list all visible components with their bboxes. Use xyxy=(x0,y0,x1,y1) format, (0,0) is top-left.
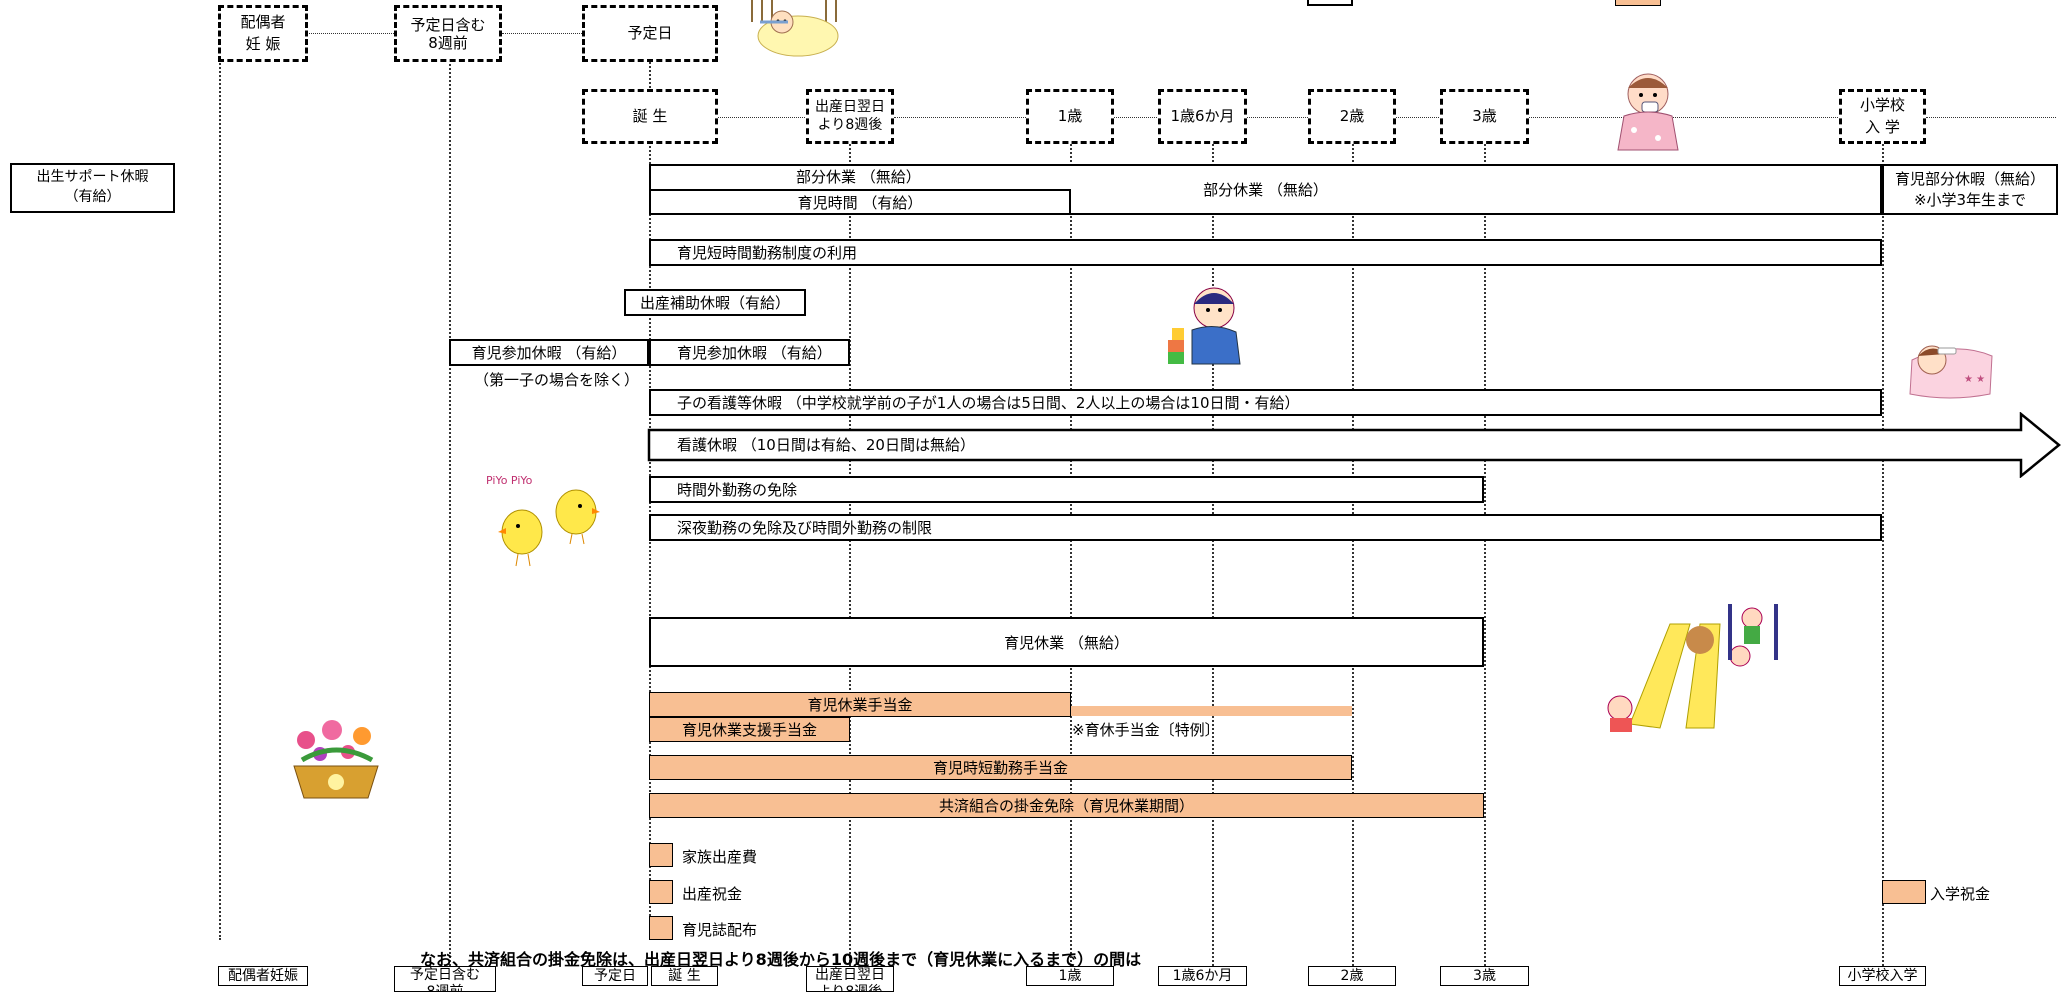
childcare-magazine-marker xyxy=(649,916,673,940)
participation-leave-after-bar: 育児参加休暇 （有給） xyxy=(649,339,850,366)
bottom-milestone-due-date: 予定日 xyxy=(582,966,648,986)
baby-in-crib-illustration xyxy=(751,0,839,57)
night-work-exemption-bar: 深夜勤務の免除及び時間外勤務の制限 xyxy=(649,514,1882,541)
connector-row-7 xyxy=(1926,117,2056,118)
special-case-thin-bar xyxy=(1071,706,1352,716)
toddler-blocks-illustration xyxy=(1168,287,1241,365)
milestone-spouse-pregnancy: 配偶者妊 娠 xyxy=(218,5,308,62)
milestone-birth: 誕 生 xyxy=(582,89,718,144)
milestone-age-1-6: 1歳6か月 xyxy=(1158,89,1247,144)
school-entry-gift-marker xyxy=(1882,880,1926,904)
connector-top-2 xyxy=(502,33,582,34)
connector-top-1 xyxy=(272,33,394,34)
nursing-leave-arrow xyxy=(647,412,2061,478)
guide-line-age1 xyxy=(1070,120,1072,970)
piyo-text: PiYo PiYo xyxy=(486,474,533,487)
milestone-due-date: 予定日 xyxy=(582,5,718,62)
special-case-note: ※育休手当金〔特例〕 xyxy=(1072,721,1220,739)
childcare-time-bar: 育児時間 （有給） xyxy=(649,189,1071,215)
bottom-milestone-age-3: 3歳 xyxy=(1440,966,1529,986)
family-birth-expense-label: 家族出産費 xyxy=(682,848,758,866)
birth-gift-marker xyxy=(649,880,673,904)
milestone-age-2: 2歳 xyxy=(1308,89,1396,144)
bottom-milestone-age-2: 2歳 xyxy=(1308,966,1396,986)
birth-support-leave-box: 出生サポート休暇（有給） xyxy=(10,163,175,213)
milestone-8-weeks-after: 出産日翌日より8週後 xyxy=(806,89,894,144)
child-nursing-leave-bar: 子の看護等休暇 （中学校就学前の子が1人の場合は5日間、2人以上の場合は10日間… xyxy=(649,389,1882,416)
milestone-age-3: 3歳 xyxy=(1440,89,1529,144)
baby-drinking-illustration xyxy=(1617,73,1679,151)
bottom-milestone-spouse-pregnancy: 配偶者妊娠 xyxy=(218,966,308,986)
childcare-magazine-label: 育児誌配布 xyxy=(682,921,758,939)
partial-leave-short-label: 部分休業 （無給） xyxy=(796,168,921,186)
guide-line-8w-after xyxy=(849,120,851,970)
bottom-milestone-8-weeks-after: 出産日翌日より8週後 xyxy=(806,966,894,992)
birth-assist-leave-bar: 出産補助休暇（有給） xyxy=(624,289,806,316)
partial-leave-school-box: 育児部分休暇（無給）※小学3年生まで xyxy=(1882,164,2058,215)
milestone-school-entry: 小学校入 学 xyxy=(1839,89,1926,144)
school-entry-gift-label: 入学祝金 xyxy=(1930,885,1991,903)
connector-row-4 xyxy=(1247,117,1308,118)
bottom-milestone-school-entry: 小学校入学 xyxy=(1839,966,1926,986)
premium-exemption-bar: 共済組合の掛金免除（育児休業期間） xyxy=(649,793,1484,818)
connector-row-6 xyxy=(1529,117,1840,118)
legend-paid-swatch xyxy=(1615,0,1661,6)
guide-line-spouse xyxy=(219,40,221,940)
bottom-milestone-age-1-6: 1歳6か月 xyxy=(1158,966,1247,986)
flower-pot-illustration xyxy=(293,720,379,799)
legend-unpaid-swatch xyxy=(1307,0,1353,6)
connector-row-3 xyxy=(1114,117,1159,118)
participation-leave-before-bar: 育児参加休暇 （有給） xyxy=(449,339,649,366)
premium-exemption-footnote: なお、共済組合の掛金免除は、出産日翌日より8週後から10週後まで（育児休業に入る… xyxy=(420,950,1142,969)
family-birth-expense-marker xyxy=(649,843,673,867)
birth-gift-label: 出産祝金 xyxy=(682,885,743,903)
connector-row-2 xyxy=(894,117,1026,118)
nursing-leave-label: 看護休暇 （10日間は有給、20日間は無給） xyxy=(677,436,975,454)
sleeping-child-illustration: ★ ★ xyxy=(1909,345,1993,399)
short-hours-allowance-bar: 育児時短勤務手当金 xyxy=(649,755,1352,780)
childcare-leave-allowance-bar: 育児休業手当金 xyxy=(649,692,1071,717)
bottom-milestone-age-1: 1歳 xyxy=(1026,966,1114,986)
slide-playground-illustration xyxy=(1607,604,1778,732)
bottom-milestone-birth: 誕 生 xyxy=(651,966,718,986)
guide-line-8w-before xyxy=(449,40,451,970)
overtime-exemption-bar: 時間外勤務の免除 xyxy=(649,476,1484,503)
connector-row-1 xyxy=(717,117,807,118)
chicks-illustration: PiYo PiYo xyxy=(486,474,600,567)
guide-line-age3 xyxy=(1484,120,1486,970)
guide-line-age2 xyxy=(1352,120,1354,970)
childcare-leave-bar: 育児休業 （無給） xyxy=(649,617,1484,667)
partial-leave-short-label-cover xyxy=(651,166,1071,188)
childcare-leave-support-allowance-bar: 育児休業支援手当金 xyxy=(649,717,850,742)
connector-row-5 xyxy=(1396,117,1441,118)
first-child-note: （第一子の場合を除く） xyxy=(474,371,640,389)
short-hours-bar: 育児短時間勤務制度の利用 xyxy=(649,239,1882,266)
svg-text:★ ★: ★ ★ xyxy=(1964,374,1985,385)
milestone-age-1: 1歳 xyxy=(1026,89,1114,144)
guide-line-school xyxy=(1882,120,1884,970)
guide-line-age1-6 xyxy=(1212,120,1214,970)
